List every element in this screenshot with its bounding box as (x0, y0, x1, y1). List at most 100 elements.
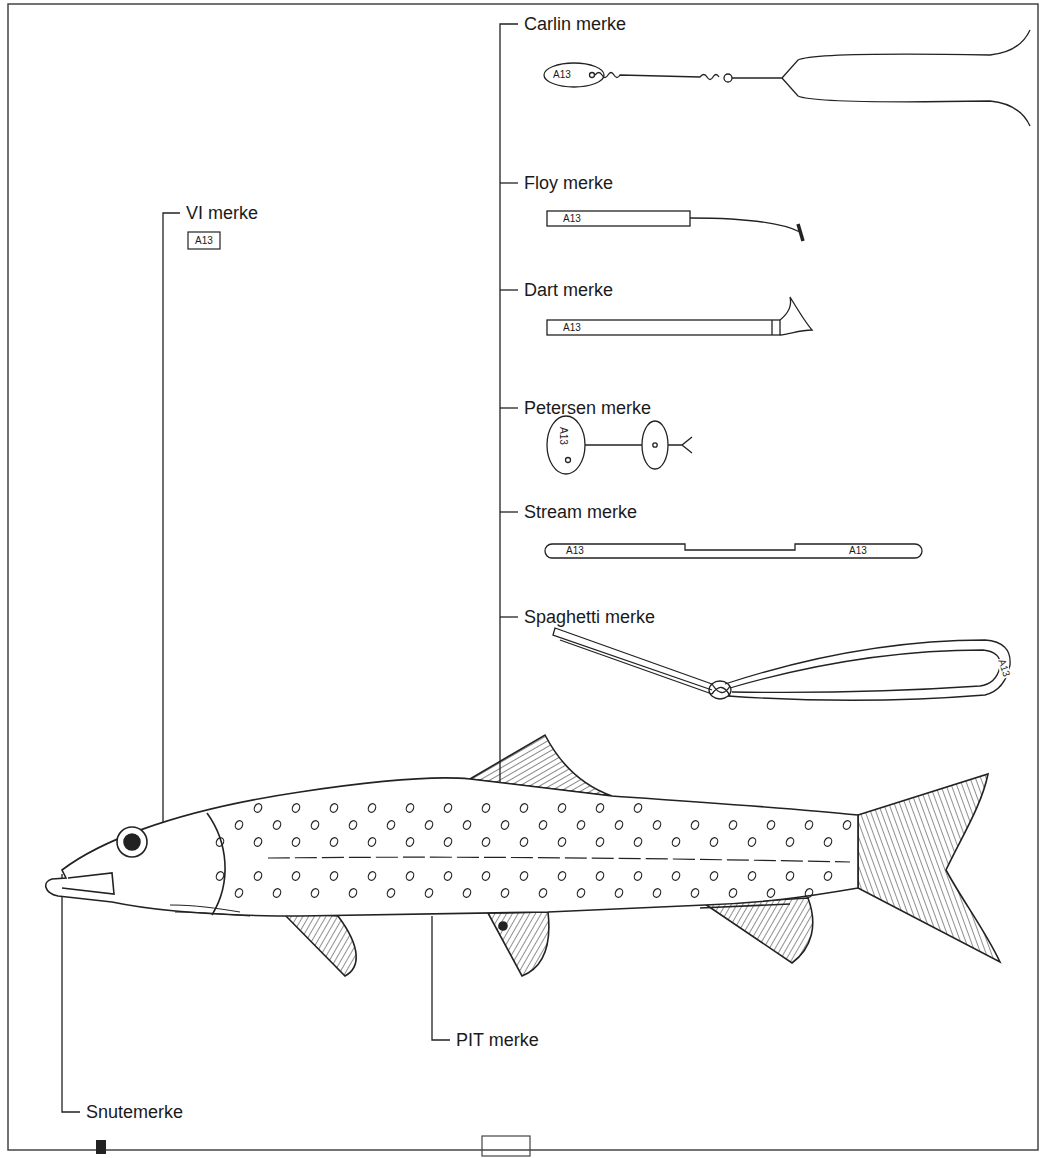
spot (367, 802, 377, 813)
mark (96, 1140, 106, 1154)
spot (348, 887, 358, 898)
spot (519, 802, 529, 813)
spot (424, 887, 434, 898)
spot (785, 870, 795, 881)
spot (842, 819, 852, 830)
spot (633, 836, 643, 847)
tag-name: Snutemerke (86, 1103, 183, 1121)
tag-code: A13 (849, 546, 867, 556)
spot (234, 887, 244, 898)
spot (291, 802, 301, 813)
spot (785, 836, 795, 847)
spot (652, 887, 662, 898)
spot (367, 870, 377, 881)
tag-code: A13 (563, 214, 581, 224)
spot (272, 819, 282, 830)
spot (728, 887, 738, 898)
spot (671, 836, 681, 847)
spot (595, 836, 605, 847)
spot (329, 836, 339, 847)
spot (272, 887, 282, 898)
spot (633, 870, 643, 881)
spot (291, 836, 301, 847)
tag-name: Carlin merke (524, 15, 626, 33)
spot (443, 836, 453, 847)
spot (595, 802, 605, 813)
spaghetti-tag (553, 628, 1010, 700)
petersen-tag (547, 416, 692, 474)
spot (234, 819, 244, 830)
spot (443, 870, 453, 881)
tag-name: Petersen merke (524, 399, 651, 417)
spot (519, 870, 529, 881)
spot (690, 819, 700, 830)
spot (310, 887, 320, 898)
spot (538, 819, 548, 830)
mark (482, 1136, 530, 1156)
tag-code: A13 (553, 70, 571, 80)
spot (804, 887, 814, 898)
frame (8, 4, 1038, 1150)
tag-name: Stream merke (524, 503, 637, 521)
spot (576, 819, 586, 830)
stream-tag (545, 544, 922, 558)
spot (614, 819, 624, 830)
tag-code: A13 (566, 546, 584, 556)
spot (348, 819, 358, 830)
spot (481, 870, 491, 881)
tag-name: Dart merke (524, 281, 613, 299)
spot (519, 836, 529, 847)
spot (823, 870, 833, 881)
spot (500, 819, 510, 830)
tag-name: Spaghetti merke (524, 608, 655, 626)
spot (253, 802, 263, 813)
tag-code: A13 (563, 323, 581, 333)
spot (633, 802, 643, 813)
spot (709, 870, 719, 881)
spot (310, 819, 320, 830)
fish (46, 735, 1000, 976)
spot (500, 887, 510, 898)
spot (462, 887, 472, 898)
spot (823, 836, 833, 847)
spot (291, 870, 301, 881)
spot (215, 870, 225, 881)
spot (443, 802, 453, 813)
spot (386, 887, 396, 898)
spot (595, 870, 605, 881)
spot (671, 870, 681, 881)
spot (253, 836, 263, 847)
spot (538, 887, 548, 898)
spot (405, 870, 415, 881)
tag-code: A13 (558, 427, 568, 445)
tag-name: VI merke (186, 204, 258, 222)
spot (709, 836, 719, 847)
spot (690, 887, 700, 898)
dart-tag (547, 297, 812, 335)
spot (614, 887, 624, 898)
leader-lines (62, 24, 518, 1112)
spot (804, 819, 814, 830)
tag-code: A13 (195, 236, 213, 246)
spot (329, 870, 339, 881)
spot (576, 887, 586, 898)
spot (329, 802, 339, 813)
spot (386, 819, 396, 830)
spot (405, 836, 415, 847)
spot (462, 819, 472, 830)
spot (481, 836, 491, 847)
spot (747, 870, 757, 881)
floy-tag (547, 211, 803, 241)
spot (557, 802, 567, 813)
carlin-tag (544, 30, 1030, 126)
spot (481, 802, 491, 813)
spot (747, 836, 757, 847)
spot (367, 836, 377, 847)
spot (652, 819, 662, 830)
spot (766, 887, 776, 898)
spot (557, 870, 567, 881)
spot (253, 870, 263, 881)
tag-name: PIT merke (456, 1031, 539, 1049)
